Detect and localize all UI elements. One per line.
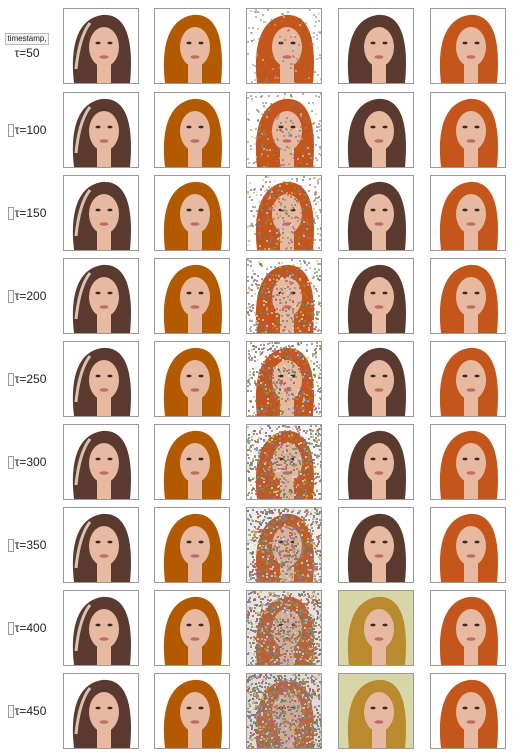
tau-value: τ=100: [7, 123, 47, 137]
text-cursor-icon: [7, 289, 14, 303]
image-sample-a: [338, 258, 414, 334]
tau-text: τ=400: [14, 621, 47, 635]
image-sample-a: [338, 424, 414, 500]
image-flat-colour: [154, 175, 230, 251]
text-cursor-icon: [7, 206, 14, 220]
image-noisy: [246, 92, 322, 168]
image-noisy: [246, 175, 322, 251]
grid-row: τ=450: [0, 673, 522, 749]
image-flat-colour: [154, 590, 230, 666]
text-cursor-icon: [7, 621, 14, 635]
image-sample-b: [430, 258, 506, 334]
image-original: [63, 507, 139, 583]
tau-text: τ=50: [14, 45, 40, 60]
grid-row: τ=100: [0, 92, 522, 168]
image-noisy: [246, 8, 322, 84]
image-sample-b: [430, 424, 506, 500]
row-label: τ=450: [2, 673, 52, 749]
image-noisy: [246, 507, 322, 583]
tau-value: τ=350: [7, 538, 47, 552]
image-noisy: [246, 258, 322, 334]
image-original: [63, 673, 139, 749]
grid-row: τ=250: [0, 341, 522, 417]
image-original: [63, 590, 139, 666]
grid-row: τ=350: [0, 507, 522, 583]
image-flat-colour: [154, 673, 230, 749]
tau-text: τ=350: [14, 538, 47, 552]
image-sample-a: [338, 92, 414, 168]
text-cursor-icon: [7, 455, 14, 469]
tau-value: τ=450: [7, 704, 47, 718]
image-sample-a: [338, 175, 414, 251]
tau-text: τ=200: [14, 289, 47, 303]
image-sample-b: [430, 175, 506, 251]
grid-row: τ=200: [0, 258, 522, 334]
image-noisy: [246, 590, 322, 666]
tau-text: τ=150: [14, 206, 47, 220]
row-label: τ=400: [2, 590, 52, 666]
image-sample-b: [430, 8, 506, 84]
grid-row: τ=150: [0, 175, 522, 251]
row-label: τ=100: [2, 92, 52, 168]
image-sample-b: [430, 507, 506, 583]
image-original: [63, 175, 139, 251]
row-label: τ=300: [2, 424, 52, 500]
image-sample-b: [430, 590, 506, 666]
image-noisy: [246, 673, 322, 749]
image-original: [63, 341, 139, 417]
text-cursor-icon: [7, 123, 14, 137]
image-flat-colour: [154, 341, 230, 417]
image-sample-b: [430, 341, 506, 417]
image-flat-colour: [154, 8, 230, 84]
tau-text: τ=300: [14, 455, 47, 469]
tau-text: τ=450: [14, 704, 47, 718]
image-original: [63, 92, 139, 168]
row-label: τ=150: [2, 175, 52, 251]
image-noisy: [246, 341, 322, 417]
image-sample-a: [338, 673, 414, 749]
image-sample-a: [338, 507, 414, 583]
tau-value: τ=250: [7, 372, 47, 386]
image-sample-b: [430, 673, 506, 749]
image-original: [63, 8, 139, 84]
image-flat-colour: [154, 424, 230, 500]
image-original: [63, 258, 139, 334]
tau-value: τ=200: [7, 289, 47, 303]
image-flat-colour: [154, 258, 230, 334]
tau-text: τ=100: [14, 123, 47, 137]
text-cursor-icon: [7, 538, 14, 552]
row-label: timestamp,τ=50: [2, 8, 52, 84]
tau-value: τ=300: [7, 455, 47, 469]
image-sample-a: [338, 8, 414, 84]
timestamp-header: timestamp,: [5, 32, 49, 45]
row-label: τ=200: [2, 258, 52, 334]
grid-row: τ=300: [0, 424, 522, 500]
tau-value: τ=400: [7, 621, 47, 635]
image-noisy: [246, 424, 322, 500]
tau-value: τ=50: [14, 46, 39, 60]
image-sample-a: [338, 341, 414, 417]
image-sample-b: [430, 92, 506, 168]
tau-text: τ=250: [14, 372, 47, 386]
row-label: τ=350: [2, 507, 52, 583]
image-flat-colour: [154, 507, 230, 583]
image-original: [63, 424, 139, 500]
text-cursor-icon: [7, 372, 14, 386]
text-cursor-icon: [7, 704, 14, 718]
tau-value: τ=150: [7, 206, 47, 220]
image-sample-a: [338, 590, 414, 666]
image-flat-colour: [154, 92, 230, 168]
row-label: τ=250: [2, 341, 52, 417]
grid-row: τ=400: [0, 590, 522, 666]
grid-row: timestamp,τ=50: [0, 8, 522, 84]
